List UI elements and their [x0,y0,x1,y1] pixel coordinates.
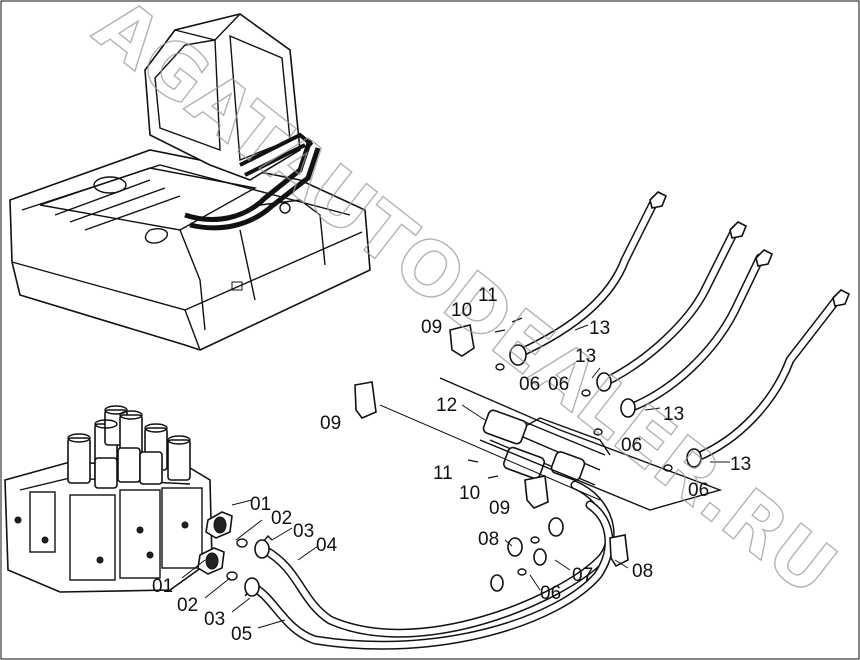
control-valve-block [4,405,213,593]
upper-hoses [509,191,851,468]
part-label: 11 [478,285,498,306]
part-label: 03 [293,521,314,542]
part-label: 13 [730,454,751,475]
flange-fittings [197,511,273,597]
part-label: 06 [548,374,569,395]
clamps [354,324,629,568]
part-label: 09 [421,317,442,338]
part-label: 01 [152,576,173,597]
part-label: 12 [436,395,457,416]
pipe-assembly [379,377,723,511]
part-label: 09 [489,498,510,519]
leader-lines [181,324,730,629]
part-label: 10 [459,483,480,504]
seals-and-bolts [467,317,673,576]
part-label: 13 [575,346,596,367]
part-label: 08 [478,529,499,550]
part-label: 08 [632,561,653,582]
part-label: 02 [177,595,198,616]
part-label: 06 [519,374,540,395]
part-label: 06 [621,435,642,456]
part-label: 13 [589,318,610,339]
part-label: 11 [433,463,453,484]
part-label: 05 [231,624,252,645]
part-label: 02 [271,508,292,529]
part-label: 04 [316,535,338,556]
excavator-upper-structure [9,13,371,351]
part-label: 09 [320,413,341,434]
part-label: 03 [204,609,225,630]
part-label: 06 [688,480,709,501]
part-label: 13 [663,404,684,425]
part-label: 06 [540,583,561,604]
part-label: 10 [451,300,472,321]
part-number-labels: 01 01 02 02 03 03 04 05 06 06 06 06 06 0… [152,285,751,645]
part-label: 01 [250,494,271,515]
part-label: 07 [572,565,593,586]
lower-hoses [244,480,615,650]
